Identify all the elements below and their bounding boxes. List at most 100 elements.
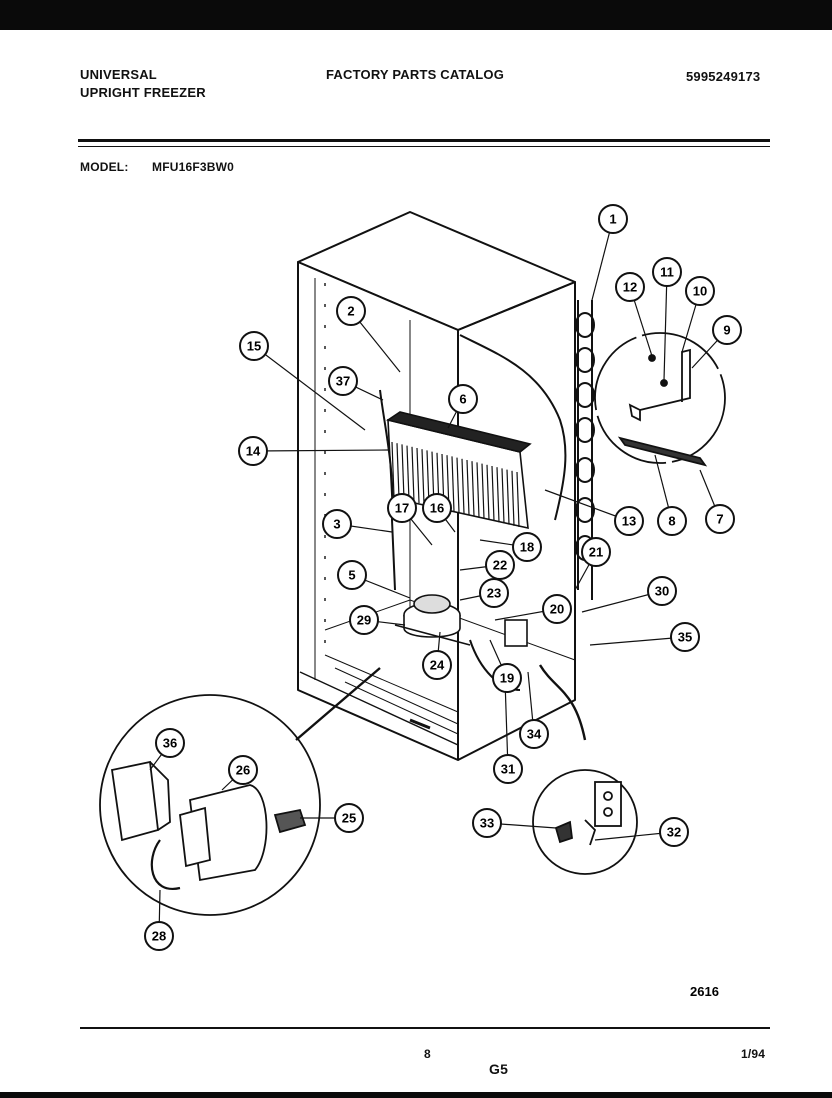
bottom-scan-bar [0, 1092, 832, 1098]
leader-line-35 [589, 636, 686, 646]
callout-number: 32 [667, 825, 681, 840]
model-value: MFU16F3BW0 [152, 160, 235, 174]
evaporator-fin [461, 458, 465, 514]
callout-number: 35 [678, 630, 692, 645]
callout-circle [647, 576, 677, 606]
callout-circle [322, 509, 352, 539]
callout-number: 10 [693, 284, 707, 299]
callout-number: 18 [520, 540, 534, 555]
callout-number: 1 [609, 212, 616, 227]
brand-line-1: UNIVERSAL [80, 67, 157, 82]
callout-number: 12 [623, 280, 637, 295]
callout-35: 35 [670, 622, 700, 652]
figure-number: 2616 [690, 984, 719, 999]
bracket-detail [594, 332, 726, 467]
callout-circle [422, 650, 452, 680]
callout-20: 20 [542, 594, 572, 624]
callout-circle [493, 754, 523, 784]
callout-16: 16 [422, 493, 452, 523]
callout-circle [479, 578, 509, 608]
page-number: 8 [424, 1047, 431, 1061]
evaporator-fin [396, 443, 400, 499]
callout-15: 15 [239, 331, 269, 361]
callout-number: 16 [430, 501, 444, 516]
evaporator-fin [511, 470, 515, 526]
callout-number: 21 [589, 545, 603, 560]
callout-10: 10 [685, 276, 715, 306]
callout-29: 29 [349, 605, 379, 635]
callout-circle [542, 594, 572, 624]
callout-circle [334, 803, 364, 833]
callout-number: 17 [395, 501, 409, 516]
callout-11: 11 [652, 257, 682, 287]
callout-number: 11 [660, 265, 674, 280]
callout-number: 15 [247, 339, 261, 354]
callout-3: 3 [322, 509, 352, 539]
compressor-parts-detail [99, 667, 381, 916]
callout-7: 7 [705, 504, 735, 534]
callout-circle [598, 204, 628, 234]
callout-circle [328, 366, 358, 396]
callout-5: 5 [337, 560, 367, 590]
callout-23: 23 [479, 578, 509, 608]
callout-2: 2 [336, 296, 366, 326]
callout-circle [519, 719, 549, 749]
evaporator-fin [401, 444, 405, 500]
callout-number: 2 [347, 304, 354, 319]
evaporator-fin [481, 463, 485, 519]
callout-19: 19 [492, 663, 522, 693]
callout-37: 37 [328, 366, 358, 396]
evaporator-fin [411, 446, 415, 502]
callout-circle [581, 537, 611, 567]
callout-36: 36 [155, 728, 185, 758]
callout-33: 33 [472, 808, 502, 838]
model-label: MODEL: [80, 160, 129, 174]
callout-13: 13 [614, 506, 644, 536]
evaporator-fin [406, 445, 410, 501]
leader-line-15 [253, 345, 366, 431]
evaporator-fin [471, 461, 475, 517]
callout-circle [670, 622, 700, 652]
evaporator-fin [416, 447, 420, 504]
evaporator-fin [486, 464, 490, 520]
callout-circle [485, 550, 515, 580]
callout-number: 36 [163, 736, 177, 751]
callout-circle [228, 755, 258, 785]
callout-circle [239, 331, 269, 361]
evaporator-fin [456, 457, 460, 513]
callout-circle [712, 315, 742, 345]
callout-number: 28 [152, 929, 166, 944]
callout-circle [144, 921, 174, 951]
brand-line-2: UPRIGHT FREEZER [80, 85, 206, 100]
header-rule-thick [78, 139, 770, 142]
callout-17: 17 [387, 493, 417, 523]
callout-circle [448, 384, 478, 414]
catalog-number: 5995249173 [686, 69, 761, 84]
callout-number: 7 [716, 512, 723, 527]
compressor-assembly [394, 594, 587, 741]
callout-circle [705, 504, 735, 534]
callout-circle [659, 817, 689, 847]
callout-number: 19 [500, 671, 514, 686]
callout-bubbles: 1235678910111213141516171819202122232425… [144, 204, 742, 951]
callout-number: 25 [342, 811, 356, 826]
evaporator-fin [506, 469, 510, 525]
callout-circle [657, 506, 687, 536]
callout-circle [422, 493, 452, 523]
evaporator-fin [496, 467, 500, 523]
evaporator-fin [476, 462, 480, 518]
callout-circle [652, 257, 682, 287]
evaporator-fin [491, 465, 495, 522]
callout-22: 22 [485, 550, 515, 580]
callout-number: 9 [723, 323, 730, 338]
footer-rule [80, 1027, 770, 1029]
callout-number: 31 [501, 762, 515, 777]
evaporator [379, 334, 567, 591]
callout-number: 6 [459, 392, 466, 407]
callout-circle [155, 728, 185, 758]
callout-12: 12 [615, 272, 645, 302]
callout-21: 21 [581, 537, 611, 567]
evaporator-fin [501, 468, 505, 524]
callout-14: 14 [238, 436, 268, 466]
callout-number: 30 [655, 584, 669, 599]
